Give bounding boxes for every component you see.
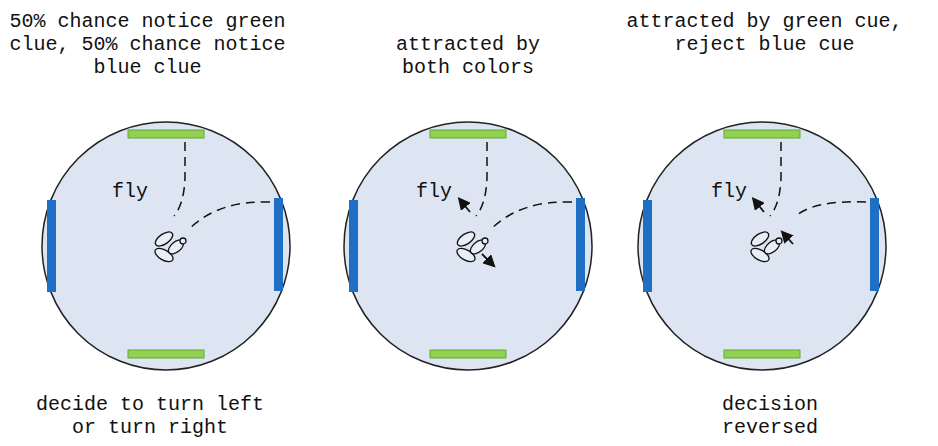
fly-figure xyxy=(153,229,186,264)
blue-cue xyxy=(870,198,879,291)
fly-label: fly xyxy=(711,180,747,203)
dashed-path xyxy=(770,142,781,216)
arena-heading: 50% chance notice green clue, 50% chance… xyxy=(5,10,290,79)
caption-note: decide to turn left or turn right xyxy=(30,393,270,439)
arena-contents xyxy=(643,130,879,358)
green-cue xyxy=(724,350,800,358)
direction-arrow xyxy=(461,201,470,212)
arena-outline xyxy=(638,122,886,370)
green-cue xyxy=(128,130,204,138)
blue-cue xyxy=(274,198,283,291)
dashed-path xyxy=(490,202,572,230)
dashed-path xyxy=(188,202,270,230)
direction-arrow xyxy=(784,234,793,244)
fly-label: fly xyxy=(112,180,148,203)
arena-outline xyxy=(636,120,888,372)
dashed-path xyxy=(796,202,866,216)
dashed-path xyxy=(476,142,487,216)
arena-outline xyxy=(40,120,292,372)
arena-circle: attracted by both colorsfly xyxy=(342,120,594,372)
green-cue xyxy=(430,350,506,358)
fly-label: fly xyxy=(416,180,452,203)
blue-cue xyxy=(576,198,585,291)
fly-figure xyxy=(749,229,782,264)
blue-cue xyxy=(349,200,358,292)
green-cue xyxy=(128,350,204,358)
arena-outline xyxy=(342,120,594,372)
direction-arrow xyxy=(755,201,764,212)
green-cue xyxy=(724,130,800,138)
blue-cue xyxy=(643,200,652,292)
blue-cue xyxy=(47,200,56,292)
arena-outline xyxy=(344,122,592,370)
arena-outline xyxy=(42,122,290,370)
fly-figure xyxy=(455,229,488,264)
dashed-path xyxy=(174,142,185,216)
arena-circle: attracted by green cue, reject blue cuef… xyxy=(636,120,888,372)
arena-contents xyxy=(349,130,585,358)
arena-heading: attracted by green cue, reject blue cue xyxy=(622,10,907,56)
direction-arrow xyxy=(482,254,492,264)
caption-note: decision reversed xyxy=(710,393,830,439)
arena-circle: 50% chance notice green clue, 50% chance… xyxy=(40,120,292,372)
green-cue xyxy=(430,130,506,138)
arena-heading: attracted by both colors xyxy=(388,33,548,79)
arena-contents xyxy=(47,130,283,358)
